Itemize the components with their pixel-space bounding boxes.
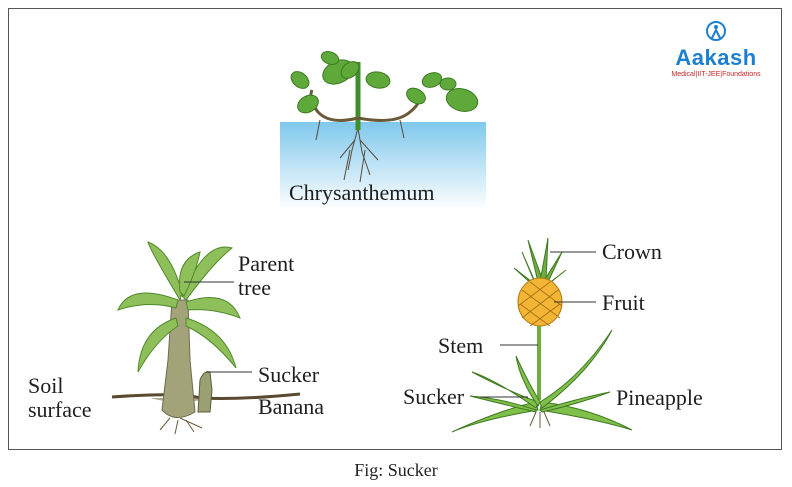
soil-water-band [280, 122, 486, 210]
banana-sucker-shoot [197, 371, 213, 413]
label-soil-surface: Soil surface [28, 373, 92, 422]
label-fruit: Fruit [602, 290, 645, 315]
chrysanthemum-leaves [290, 51, 479, 114]
chrysanthemum-roots [315, 119, 405, 183]
label-parent-tree: Parent tree [238, 251, 295, 300]
banana-roots [159, 417, 203, 435]
leader-lines [184, 251, 596, 398]
label-chrysanthemum: Chrysanthemum [289, 180, 435, 205]
figure-frame [8, 8, 782, 450]
logo-tagline: Medical|IIT-JEE|Foundations [671, 71, 761, 78]
label-pineapple: Pineapple [616, 385, 703, 410]
figure-caption: Fig: Sucker [354, 460, 438, 480]
banana-leaves [117, 241, 241, 373]
label-stem: Stem [438, 333, 484, 358]
logo-wordmark: Aakash [675, 45, 757, 70]
pineapple-roots [529, 411, 551, 428]
label-pineapple-sucker: Sucker [403, 384, 465, 409]
chrysanthemum-illustration [280, 51, 486, 210]
pineapple-leaves [451, 329, 633, 433]
pineapple-illustration [451, 237, 633, 433]
banana-trunk [161, 299, 196, 418]
banana-illustration [111, 241, 301, 435]
label-banana: Banana [258, 394, 324, 419]
aakash-logo-icon [706, 21, 726, 41]
label-banana-sucker: Sucker [258, 362, 320, 387]
label-crown: Crown [602, 239, 662, 264]
aakash-logo: Aakash Medical|IIT-JEE|Foundations [660, 18, 772, 90]
